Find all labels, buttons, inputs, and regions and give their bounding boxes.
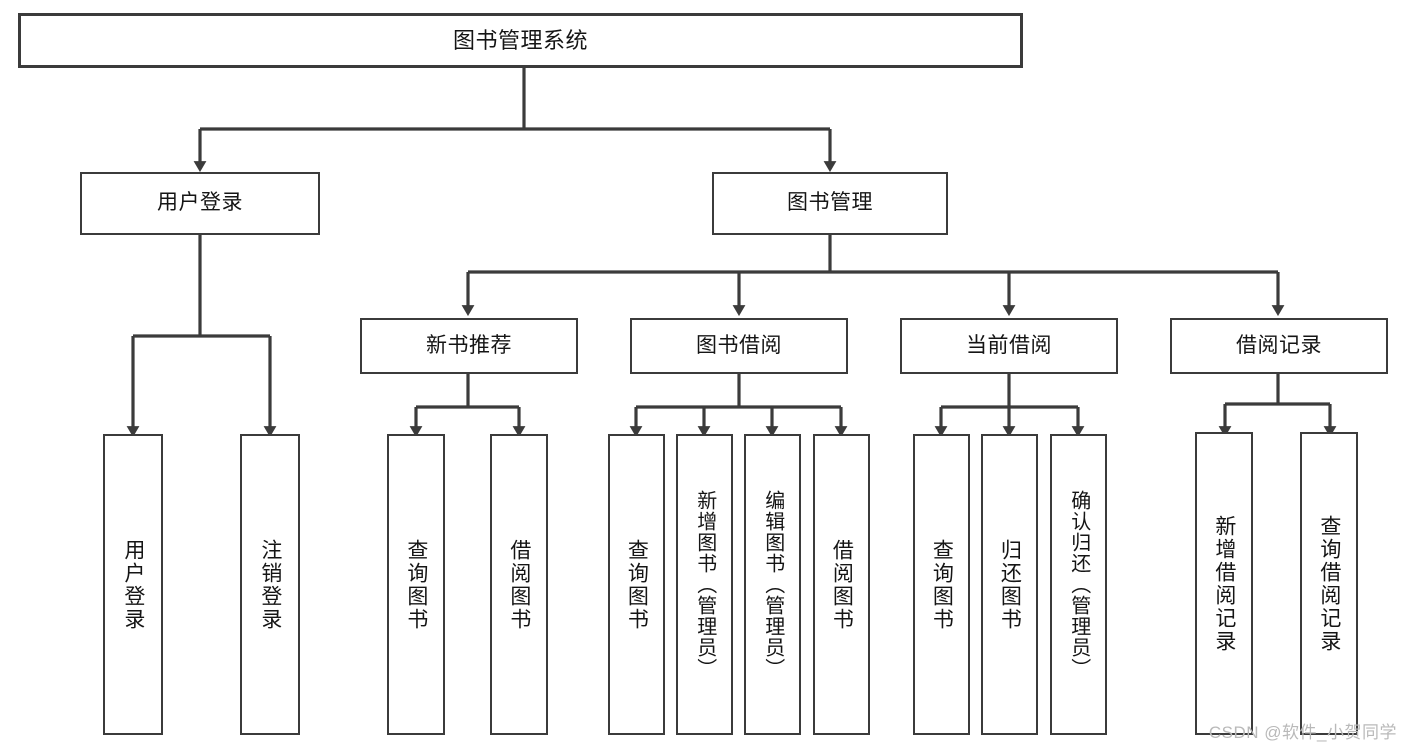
leaf-borrow-add-book-admin-label: 新增图书（管理员） bbox=[693, 490, 716, 679]
node-user-login-label: 用户登录 bbox=[157, 191, 243, 215]
node-borrow-records-label: 借阅记录 bbox=[1236, 333, 1322, 357]
node-book-management[interactable]: 图书管理 bbox=[712, 172, 948, 235]
node-current-borrow[interactable]: 当前借阅 bbox=[900, 318, 1118, 374]
node-user-login[interactable]: 用户登录 bbox=[80, 172, 320, 235]
leaf-newbook-query-book-label: 查询图书 bbox=[404, 538, 428, 631]
leaf-user-login-label: 用户登录 bbox=[121, 538, 145, 631]
node-book-management-label: 图书管理 bbox=[787, 191, 873, 215]
leaf-newbook-borrow-book[interactable]: 借阅图书 bbox=[490, 434, 548, 735]
leaf-borrow-edit-book-admin[interactable]: 编辑图书（管理员） bbox=[744, 434, 801, 735]
leaf-borrow-add-book-admin[interactable]: 新增图书（管理员） bbox=[676, 434, 733, 735]
node-root-label: 图书管理系统 bbox=[452, 27, 588, 53]
leaf-current-query-book-label: 查询图书 bbox=[930, 538, 954, 631]
leaf-current-return-book-label: 归还图书 bbox=[998, 538, 1022, 631]
leaf-borrow-query-book[interactable]: 查询图书 bbox=[608, 434, 665, 735]
leaf-records-add-record-label: 新增借阅记录 bbox=[1212, 514, 1236, 653]
leaf-records-query-record[interactable]: 查询借阅记录 bbox=[1300, 432, 1358, 735]
leaf-logout[interactable]: 注销登录 bbox=[240, 434, 300, 735]
node-book-borrow-label: 图书借阅 bbox=[696, 333, 782, 357]
watermark: CSDN @软件_小贺同学 bbox=[1208, 723, 1397, 742]
node-current-borrow-label: 当前借阅 bbox=[966, 333, 1052, 357]
node-borrow-records[interactable]: 借阅记录 bbox=[1170, 318, 1388, 374]
leaf-newbook-query-book[interactable]: 查询图书 bbox=[387, 434, 445, 735]
leaf-records-add-record[interactable]: 新增借阅记录 bbox=[1195, 432, 1253, 735]
leaf-current-confirm-return-admin[interactable]: 确认归还（管理员） bbox=[1050, 434, 1107, 735]
leaf-current-query-book[interactable]: 查询图书 bbox=[913, 434, 970, 735]
leaf-borrow-borrow-book[interactable]: 借阅图书 bbox=[813, 434, 870, 735]
leaf-borrow-query-book-label: 查询图书 bbox=[625, 538, 649, 631]
leaf-borrow-edit-book-admin-label: 编辑图书（管理员） bbox=[761, 490, 784, 679]
leaf-records-query-record-label: 查询借阅记录 bbox=[1317, 514, 1341, 653]
leaf-borrow-borrow-book-label: 借阅图书 bbox=[830, 538, 854, 631]
node-book-borrow[interactable]: 图书借阅 bbox=[630, 318, 848, 374]
leaf-current-confirm-return-admin-label: 确认归还（管理员） bbox=[1067, 490, 1090, 679]
leaf-newbook-borrow-book-label: 借阅图书 bbox=[507, 538, 531, 631]
leaf-logout-label: 注销登录 bbox=[258, 538, 282, 631]
node-root[interactable]: 图书管理系统 bbox=[18, 13, 1023, 68]
leaf-current-return-book[interactable]: 归还图书 bbox=[981, 434, 1038, 735]
node-new-book-recommend-label: 新书推荐 bbox=[426, 333, 512, 357]
node-new-book-recommend[interactable]: 新书推荐 bbox=[360, 318, 578, 374]
leaf-user-login[interactable]: 用户登录 bbox=[103, 434, 163, 735]
